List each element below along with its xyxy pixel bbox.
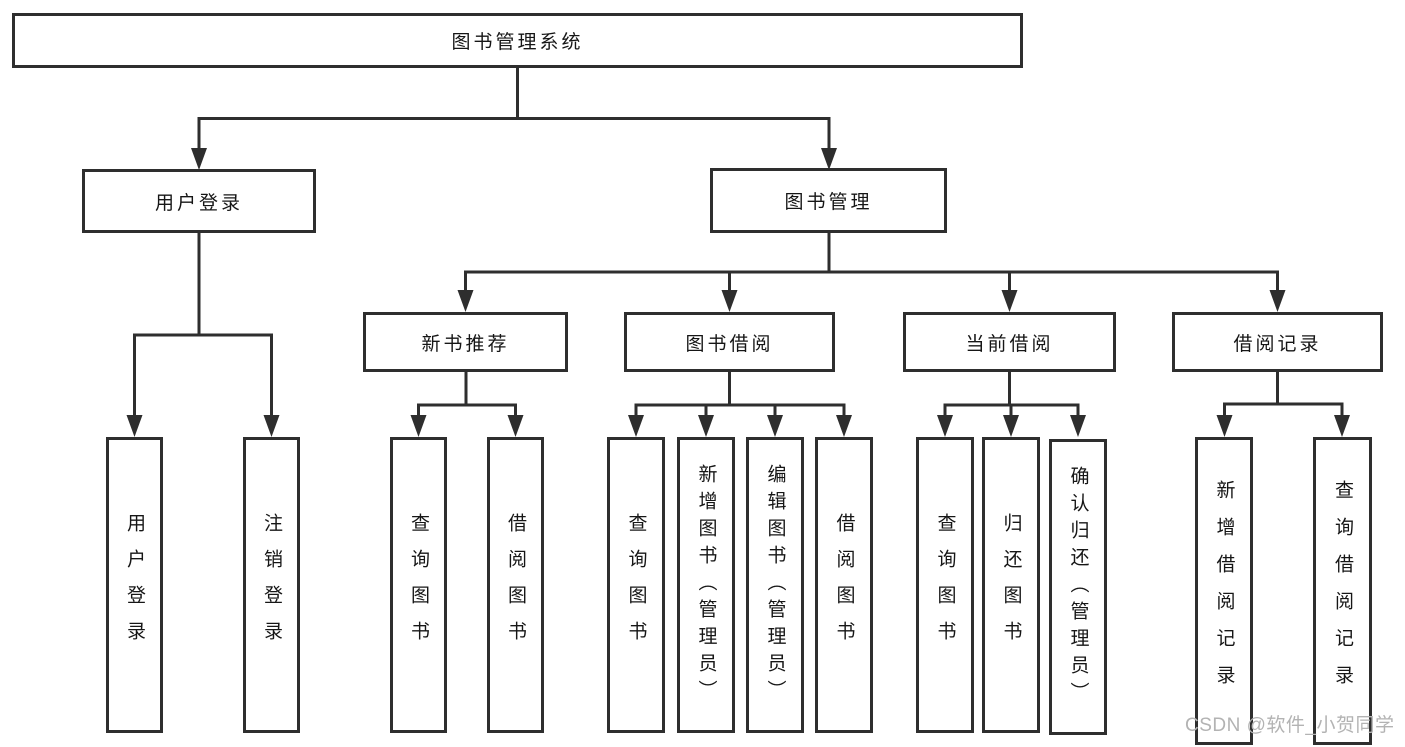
leaf-query-books-current: 查询图书 bbox=[916, 437, 974, 733]
leaf-label: 查询图书 bbox=[625, 513, 647, 657]
node-book-management: 图书管理 bbox=[710, 168, 947, 233]
leaf-label: 用户登录 bbox=[124, 513, 145, 657]
leaf-borrow-books-recommend: 借阅图书 bbox=[487, 437, 544, 733]
leaf-query-borrow-record: 查询借阅记录 bbox=[1313, 437, 1372, 745]
leaf-add-borrow-record: 新增借阅记录 bbox=[1195, 437, 1253, 745]
tree-edges bbox=[133, 68, 1344, 419]
leaf-label: 新增借阅记录 bbox=[1213, 480, 1235, 702]
leaf-label: 借阅图书 bbox=[833, 513, 855, 657]
watermark: CSDN @软件_小贺同学 bbox=[1185, 715, 1395, 736]
node-current-borrow: 当前借阅 bbox=[903, 312, 1116, 372]
leaf-borrow-books: 借阅图书 bbox=[815, 437, 873, 733]
leaf-label: 查询图书 bbox=[934, 513, 956, 657]
leaf-logout: 注销登录 bbox=[243, 437, 300, 733]
node-root: 图书管理系统 bbox=[12, 13, 1023, 68]
node-borrow-record: 借阅记录 bbox=[1172, 312, 1383, 372]
leaf-label: 查询图书 bbox=[408, 513, 429, 657]
leaf-query-books-borrow: 查询图书 bbox=[607, 437, 665, 733]
leaf-label: 注销登录 bbox=[261, 513, 282, 657]
leaf-add-books-admin: 新增图书（管理员） bbox=[677, 437, 735, 733]
leaf-label: 归还图书 bbox=[1000, 513, 1022, 657]
leaf-label: 借阅图书 bbox=[505, 513, 526, 657]
leaf-edit-books-admin: 编辑图书（管理员） bbox=[746, 437, 804, 733]
leaf-confirm-return-admin: 确认归还（管理员） bbox=[1049, 439, 1107, 735]
leaf-label: 确认归还（管理员） bbox=[1067, 465, 1089, 709]
node-new-book-recommend: 新书推荐 bbox=[363, 312, 568, 372]
leaf-return-books: 归还图书 bbox=[982, 437, 1040, 733]
leaf-query-books-recommend: 查询图书 bbox=[390, 437, 447, 733]
node-book-borrow: 图书借阅 bbox=[624, 312, 835, 372]
leaf-label: 新增图书（管理员） bbox=[695, 463, 717, 707]
leaf-user-login: 用户登录 bbox=[106, 437, 163, 733]
leaf-label: 查询借阅记录 bbox=[1332, 480, 1353, 702]
leaf-label: 编辑图书（管理员） bbox=[764, 463, 786, 707]
node-user-login: 用户登录 bbox=[82, 169, 316, 233]
